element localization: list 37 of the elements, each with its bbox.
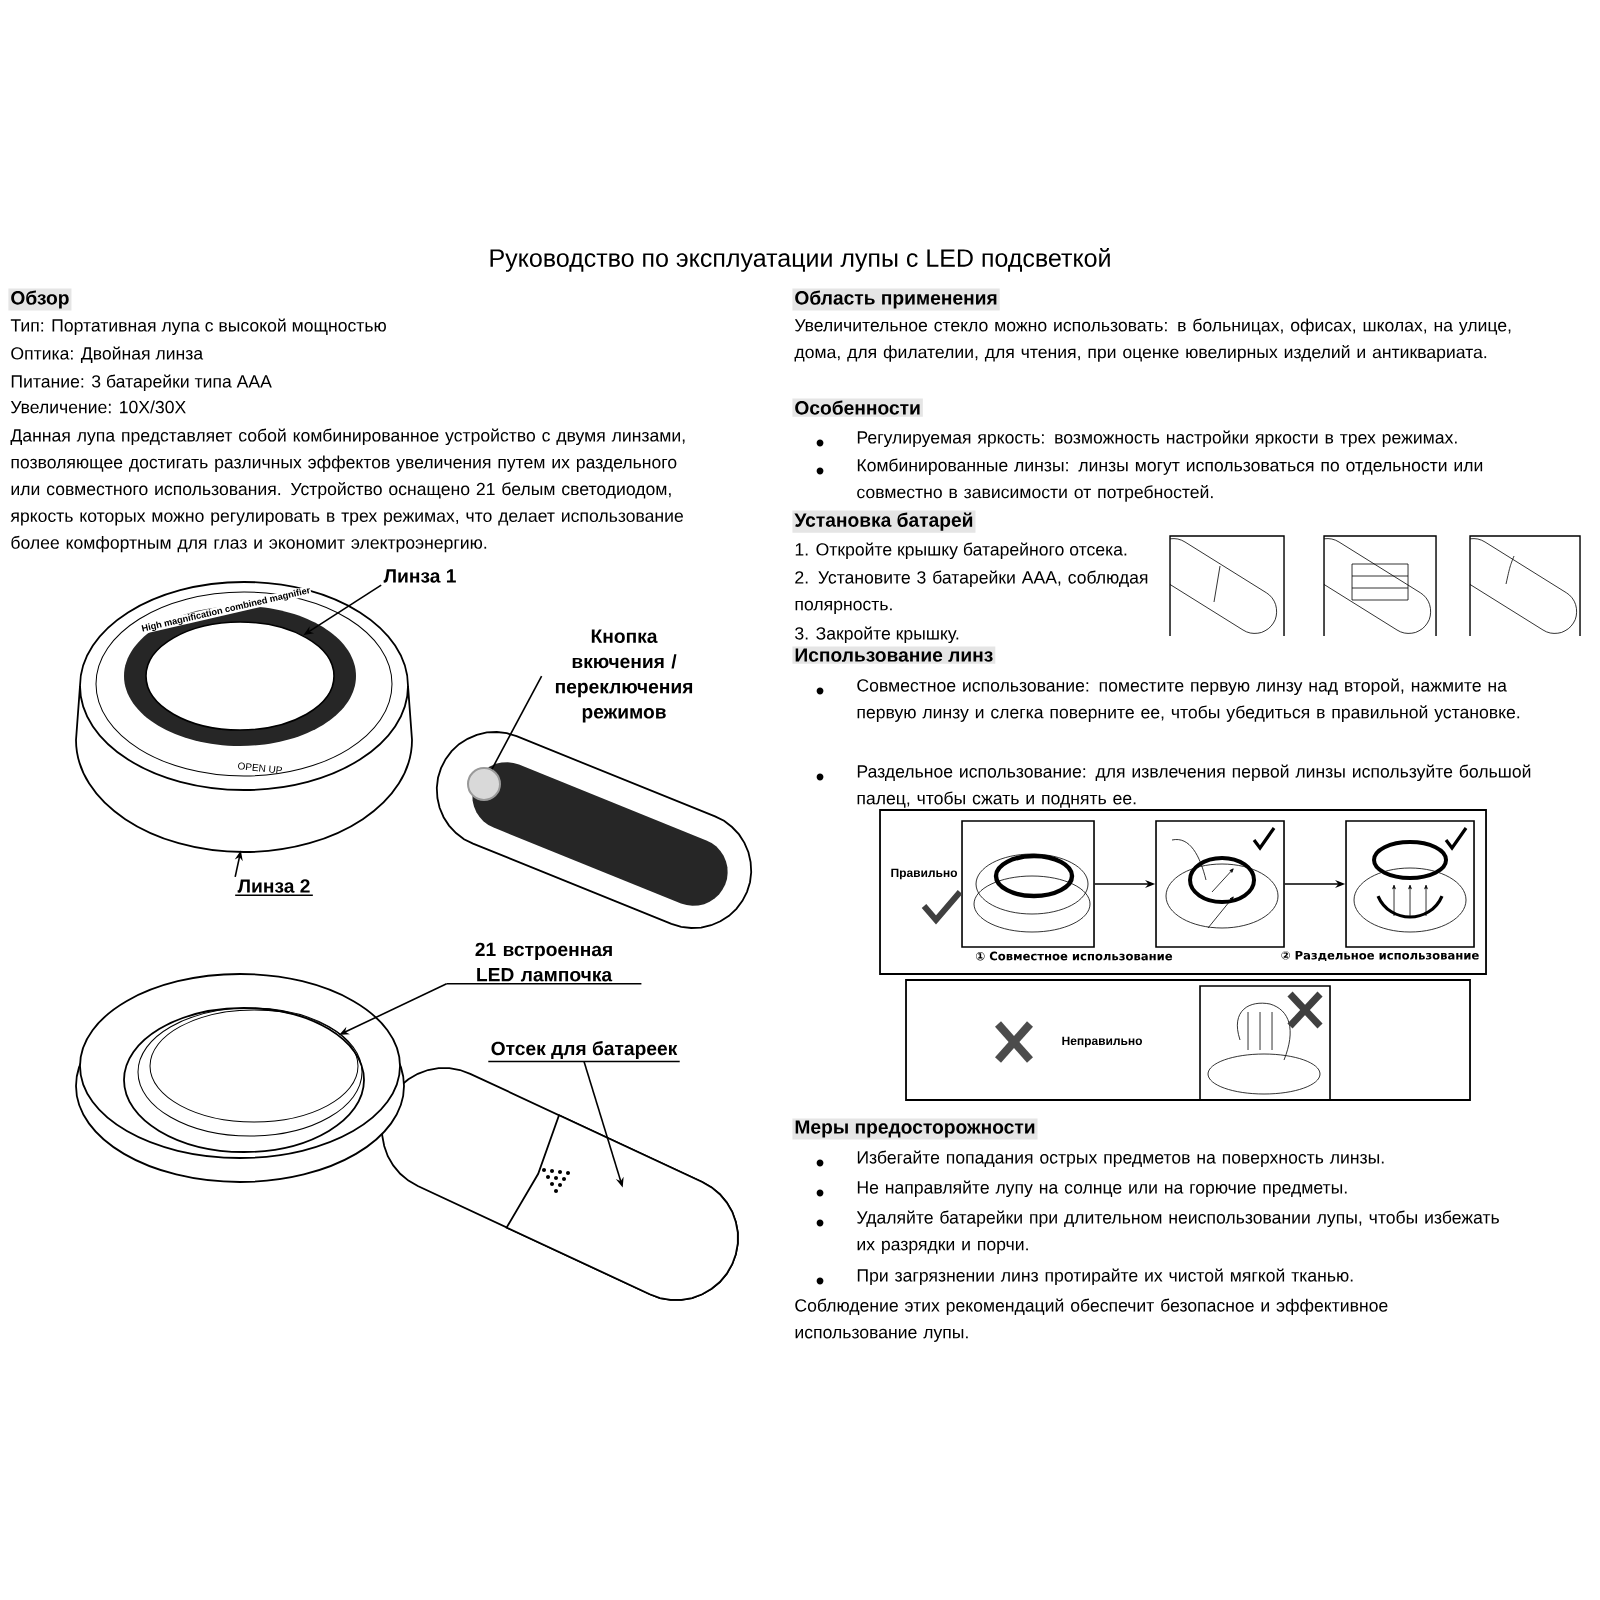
body-text: 2. Установите 3 батарейки AAA, соблюдая полярность. <box>795 570 1148 614</box>
bullet-text: Комбинированные линзы: линзы могут использоваться по отдельности или совместно в зависимости от потребностей. <box>857 458 1483 502</box>
body-text: Оптика: Двойная линза <box>11 346 204 363</box>
bullet-text: Удаляйте батарейки при длительном неиспользовании лупы, чтобы избежать их разрядки и порчи. <box>856 1210 1499 1254</box>
section-heading: Использование линз <box>792 646 996 664</box>
body-text: Увеличение: 10X/30X <box>10 400 186 414</box>
bullet-text: При загрязнении линз протирайте их чистой мягкой тканью. <box>857 1268 1353 1286</box>
step-panel <box>961 820 1095 948</box>
body-text: Тип: Портативная лупа с высокой мощностью <box>10 318 386 336</box>
led-ring <box>123 1007 365 1153</box>
step-panel <box>1155 820 1285 948</box>
callout-label: Отсек для батареек <box>487 1041 681 1063</box>
leader-line <box>491 675 543 770</box>
section-heading: Область применения <box>792 288 1000 311</box>
body-text: 3. Закройте крышку. <box>795 626 959 644</box>
page-title: Руководство по эксплуатации лупы с LED подсветкой <box>490 248 1110 272</box>
section-heading: Меры предосторожности <box>792 1118 1038 1140</box>
lens <box>75 685 413 853</box>
callout-label: 21 встроенная LED лампочка <box>445 942 643 985</box>
bullet-text: Совместное использование: поместите первую линзу над второй, нажмите на первую линзу и слегка поверните ее, чтобы убедиться в правильной установке. <box>857 678 1520 722</box>
step-panel <box>1345 820 1475 948</box>
bullet-text: Не направляйте лупу на солнце или на горючие предметы. <box>857 1180 1347 1198</box>
section-heading: Обзор <box>8 288 72 311</box>
bullet-text: Избегайте попадания острых предметов на поверхность линзы. <box>857 1150 1384 1168</box>
section-heading: Установка батарей <box>792 510 976 533</box>
body-text: Данная лупа представляет собой комбинированное устройство с двумя линзами, позволяющее достигать различных эффектов увеличения путем их раздельного или совместного использования. Устройство оснащено 21 белым светодиодом, яркость которых можно регулировать в трех режимах, что делает использование более комфортным для глаз и экономит электроэнергию. <box>10 428 685 553</box>
body-text: Увеличительное стекло можно использовать: в больницах, офисах, школах, на улице, дома, для филателии, для чтения, при оценке ювелирных изделий и антиквариата. <box>794 318 1511 362</box>
bullet-text: Раздельное использование: для извлечения первой линзы используйте большой палец, чтобы сжать и поднять ее. <box>857 764 1531 808</box>
callout-label: Кнопка вкючения / переключения режимов <box>555 629 693 723</box>
power-button <box>467 767 501 801</box>
body-text: Соблюдение этих рекомендаций обеспечит безопасное и эффективное использование лупы. <box>795 1298 1388 1342</box>
body-text: 1. Откройте крышку батарейного отсека. <box>795 542 1127 560</box>
bullet-text: Регулируемая яркость: возможность настройки яркости в трех режимах. <box>857 430 1457 448</box>
callout-label: Линза 1 <box>383 569 456 583</box>
body-text: Питание: 3 батарейки типа AAA <box>11 374 272 392</box>
callout-label: Линза 2 <box>234 879 314 896</box>
section-heading: Особенности <box>792 398 923 417</box>
